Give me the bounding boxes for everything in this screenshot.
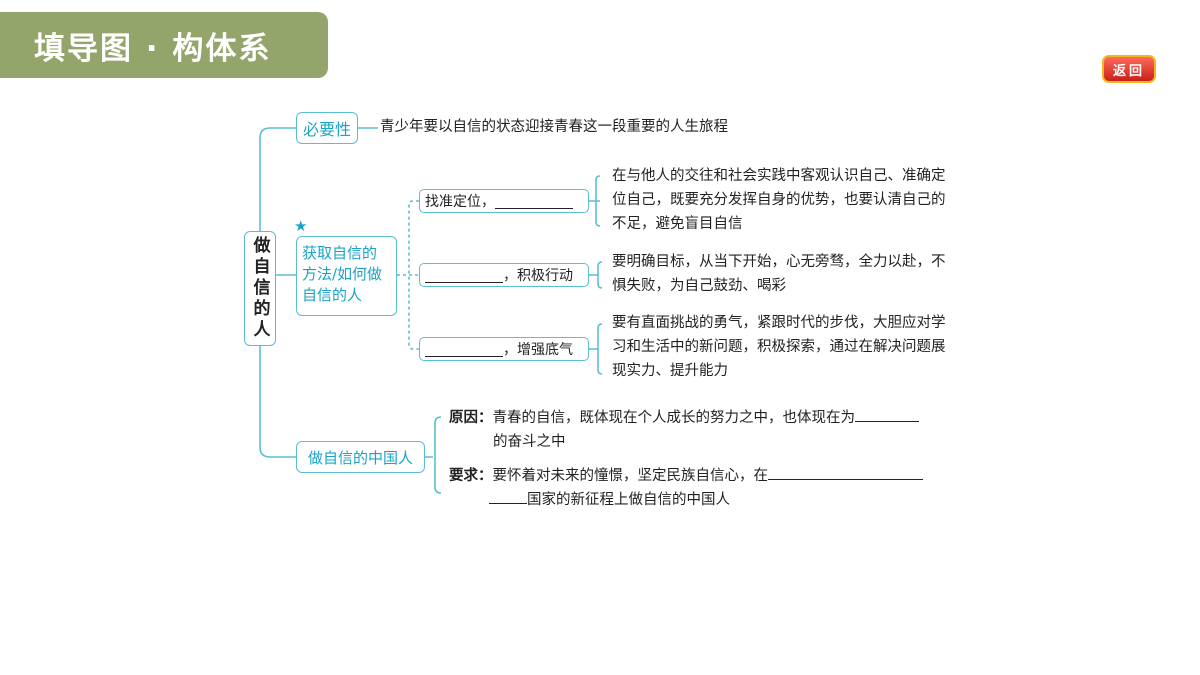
fill-blank[interactable]	[495, 193, 573, 209]
method-item-3: ，增强底气	[419, 337, 589, 361]
fill-blank[interactable]	[855, 406, 919, 422]
fill-blank[interactable]	[425, 341, 503, 357]
reason-text-b: 的奋斗之中	[493, 434, 566, 450]
fill-blank[interactable]	[768, 464, 923, 480]
require-label: 要求：	[449, 468, 493, 484]
method-item-3-desc: 要有直面挑战的勇气，紧跟时代的步伐，大胆应对学习和生活中的新问题，积极探索，通过…	[612, 315, 946, 379]
method-item-2: ，积极行动	[419, 263, 589, 287]
star-icon: ★	[294, 217, 308, 235]
method-item-3-suffix: ，增强底气	[503, 342, 573, 358]
line-sub1-desc	[589, 175, 601, 227]
root-node: 做自信的人	[244, 231, 276, 346]
reason-text-a: 青春的自信，既体现在个人成长的努力之中，也体现在为	[492, 410, 856, 426]
node-methods: 获取自信的方法/如何做自信的人	[296, 236, 397, 316]
line-sub3-desc	[589, 323, 603, 375]
page-title: 填导图 · 构体系	[34, 30, 272, 67]
reason-label: 原因：	[449, 410, 493, 426]
line-methods-branches	[408, 200, 419, 350]
require-text: 要求：要怀着对未来的憧憬，坚定民族自信心，在 国家的新征程上做自信的中国人	[449, 464, 959, 512]
necessity-text: 青少年要以自信的状态迎接青春这一段重要的人生旅程	[380, 119, 728, 135]
method-item-1-prefix: 找准定位，	[425, 194, 495, 210]
reason-text: 原因：青春的自信，既体现在个人成长的努力之中，也体现在为 的奋斗之中	[449, 406, 959, 454]
fill-blank[interactable]	[425, 267, 503, 283]
line-sub2-desc	[589, 261, 603, 289]
line-root-necessity	[259, 127, 296, 231]
line-root-chinese	[259, 346, 296, 458]
method-item-2-desc: 要明确目标，从当下开始，心无旁骛，全力以赴，不惧失败，为自己鼓劲、喝彩	[612, 254, 946, 294]
fill-blank[interactable]	[489, 488, 527, 504]
method-item-1-desc: 在与他人的交往和社会实践中客观认识自己、准确定位自己，既要充分发挥自身的优势，也…	[612, 168, 946, 232]
node-chinese: 做自信的中国人	[296, 441, 425, 473]
node-necessity: 必要性	[296, 112, 358, 144]
header-banner: 填导图 · 构体系	[0, 12, 328, 78]
back-button[interactable]: 返回	[1102, 55, 1156, 83]
method-item-2-suffix: ，积极行动	[503, 268, 573, 284]
line-chinese-branches	[425, 416, 442, 494]
method-item-1: 找准定位，	[419, 189, 589, 213]
require-text-a: 要怀着对未来的憧憬，坚定民族自信心，在	[492, 468, 769, 484]
require-text-b: 国家的新征程上做自信的中国人	[527, 492, 730, 508]
